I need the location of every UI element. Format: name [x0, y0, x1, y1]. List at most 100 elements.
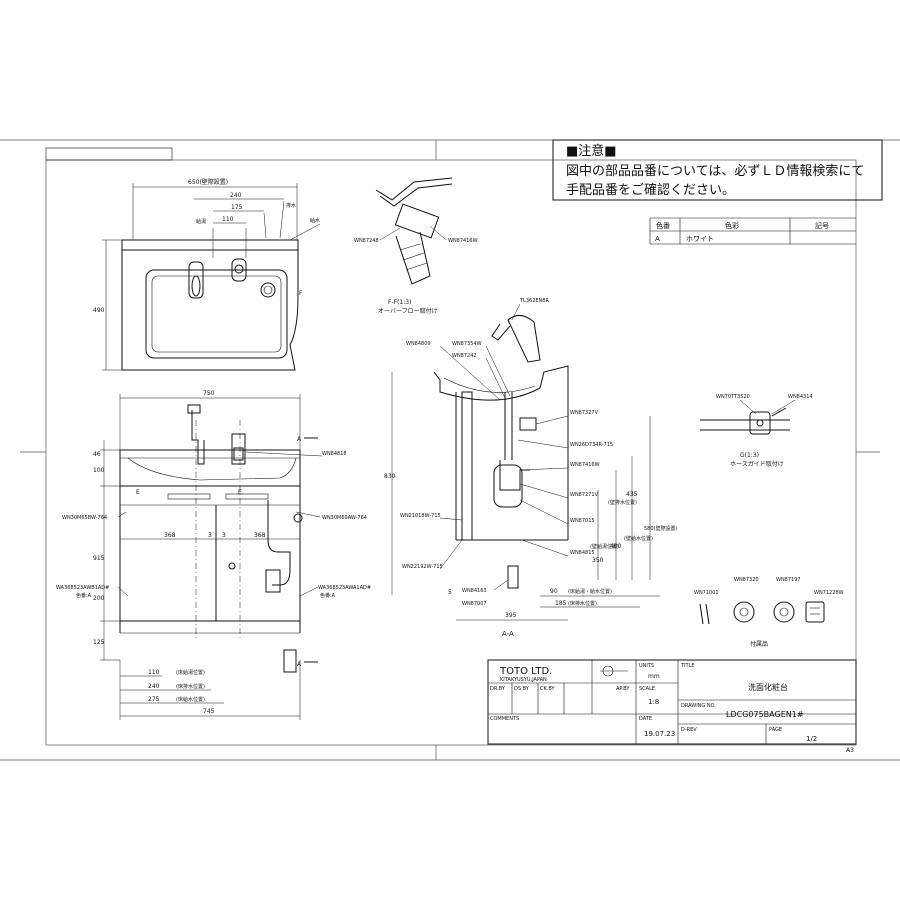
page-label: PAGE — [769, 727, 782, 733]
top-label-hot: 給湯 — [196, 218, 206, 225]
section-note-wall-drain: (壁排水位置) — [608, 499, 637, 506]
units-value: mm — [648, 673, 660, 680]
ap-by-label: AP.BY — [616, 686, 630, 692]
section-w395: 395 — [505, 612, 517, 619]
ds-by-label: DS.BY — [514, 686, 530, 692]
accessory-1: WN71001 — [694, 590, 719, 596]
top-width-label: 650(壁際設置) — [188, 178, 228, 186]
section-marker-a-bottom: A — [297, 661, 302, 668]
color-table-cell-color: ホワイト — [686, 235, 714, 243]
section-h400: 400 — [610, 543, 622, 550]
front-note-110: (床給湯位置) — [176, 669, 205, 676]
front-dim-110: 110 — [148, 669, 160, 676]
color-table: 色番 色彩 記号 A ホワイト — [649, 217, 856, 245]
hose-part-2: WN84314 — [788, 394, 813, 400]
top-view: 650(壁際設置) 240 175 110 給湯 排水 給水 490 F — [93, 178, 321, 371]
front-w368-left: 368 — [164, 532, 176, 539]
section-marker-a-top: A — [297, 436, 302, 443]
color-table-header-color: 色彩 — [725, 221, 739, 230]
section-part-13: WN87007 — [462, 601, 487, 607]
section-w185: 185 — [555, 600, 567, 607]
company-city: KITAKYUSYU,JAPAN — [500, 677, 547, 683]
ck-by-label: CK.BY — [540, 686, 556, 692]
front-note-275: (床給水位置) — [176, 696, 205, 703]
section-note-wall-water: (壁給水位置) — [624, 535, 653, 542]
front-w3-left: 3 — [208, 532, 212, 539]
notice-line-2: 手配品番をご確認ください。 — [566, 182, 735, 198]
hose-guide-detail: WN70TT3520 WN84314 G(1:3) ホースガイド取付け — [700, 394, 813, 468]
overflow-caption: オーバーフロー取付け — [378, 307, 438, 315]
scale-value: 1:8 — [648, 698, 659, 706]
front-marker-e-right: E — [238, 489, 242, 496]
dr-by-label: DR.BY — [490, 686, 506, 692]
accessory-3: WN87197 — [776, 577, 801, 583]
accessories: WN71001 WN87320 WN87197 WN71228W 付属品 — [694, 577, 844, 648]
section-h350: 350 — [592, 557, 604, 564]
part-left-door: WN30M65BW-764 — [62, 515, 107, 521]
front-h125: 125 — [93, 639, 105, 646]
date-value: 19.07.23 — [644, 730, 675, 738]
section-part-3: WN87242 — [452, 353, 477, 359]
section-note-floor-drain: (床排水位置) — [568, 600, 597, 607]
date-label: DATE — [639, 716, 652, 722]
drev-label: D-REV — [681, 727, 697, 733]
overflow-part-left: WN87248 — [354, 238, 379, 244]
front-view: 750 46 100 915 200 125 368 3 — [56, 390, 371, 720]
notice-line-1: 図中の部品品番については、必ずＬＤ情報検索にて — [566, 164, 864, 179]
accessory-2: WN87320 — [734, 577, 759, 583]
hose-caption: ホースガイド取付け — [730, 460, 784, 468]
top-label-water: 給水 — [310, 217, 320, 224]
front-h200: 200 — [93, 595, 105, 602]
section-part-faucet: TL362EN8R — [519, 298, 549, 304]
notice-box: ■注意■ 図中の部品品番については、必ずＬＤ情報検索にて 手配品番をご確認くださ… — [552, 139, 883, 201]
section-part-11: WN22192W-715 — [402, 564, 443, 570]
section-note-floor-supply: (床給湯・給水位置) — [568, 588, 612, 595]
section-part-5: WN26D734R-715 — [570, 442, 613, 448]
front-h46: 46 — [93, 451, 101, 458]
front-marker-e-left: E — [136, 489, 140, 496]
accessories-caption: 付属品 — [750, 640, 768, 648]
top-dim-175: 175 — [231, 204, 243, 211]
front-h915: 915 — [93, 555, 105, 562]
front-note-240: (床排水位置) — [176, 683, 205, 690]
color-table-cell-number: A — [655, 235, 660, 243]
section-part-8: WN87015 — [570, 518, 595, 524]
overflow-label: F-F(1:3) — [388, 299, 411, 306]
notice-title: ■注意■ — [566, 143, 617, 159]
page-value: 1/2 — [806, 735, 817, 743]
front-width-750: 750 — [203, 390, 215, 397]
part-right-door: WN30M69AW-764 — [322, 515, 367, 521]
section-h5: 5 — [448, 589, 452, 596]
section-part-6: WN87416W — [570, 462, 600, 468]
section-caption: A-A — [502, 630, 514, 638]
part-right-color: 色番:A — [320, 592, 336, 599]
company-name: TOTO LTD. — [499, 666, 552, 677]
sheet-size: A3 — [846, 747, 854, 754]
part-left-color: 色番:A — [76, 592, 92, 599]
section-view: 830 580(壁際設置) 435 (壁給水位置) (壁排水位置) 400 (壁… — [384, 298, 677, 638]
section-part-2: WN87354W — [452, 341, 482, 347]
drawing-no-label: DRAWING NO. — [681, 703, 716, 709]
overflow-part-right: WN87416W — [448, 238, 478, 244]
front-h100: 100 — [93, 467, 105, 474]
part-right-hinge: WA368523AWA1AD# — [318, 585, 371, 591]
front-width-745: 745 — [203, 708, 215, 715]
color-table-header-number: 色番 — [656, 221, 670, 230]
section-part-1: WN84809 — [406, 341, 431, 347]
accessory-4: WN71228W — [814, 590, 844, 596]
top-dim-110: 110 — [222, 216, 234, 223]
front-w368-right: 368 — [254, 532, 266, 539]
section-h830: 830 — [384, 473, 396, 480]
front-w3-right: 3 — [222, 532, 226, 539]
section-h435: 435 — [626, 491, 638, 498]
part-faucet: WN84818 — [322, 451, 347, 457]
section-note-wall-hot: (壁給湯位置) — [590, 543, 619, 550]
front-dim-275: 275 — [148, 696, 160, 703]
hose-part-1: WN70TT3520 — [716, 394, 750, 400]
svg-text:F: F — [299, 290, 303, 297]
title-label: TITLE — [680, 663, 695, 669]
top-label-drain: 排水 — [286, 202, 296, 209]
section-part-12: WN84163 — [462, 588, 487, 594]
drawing-title: 洗面化粧台 — [748, 682, 788, 692]
